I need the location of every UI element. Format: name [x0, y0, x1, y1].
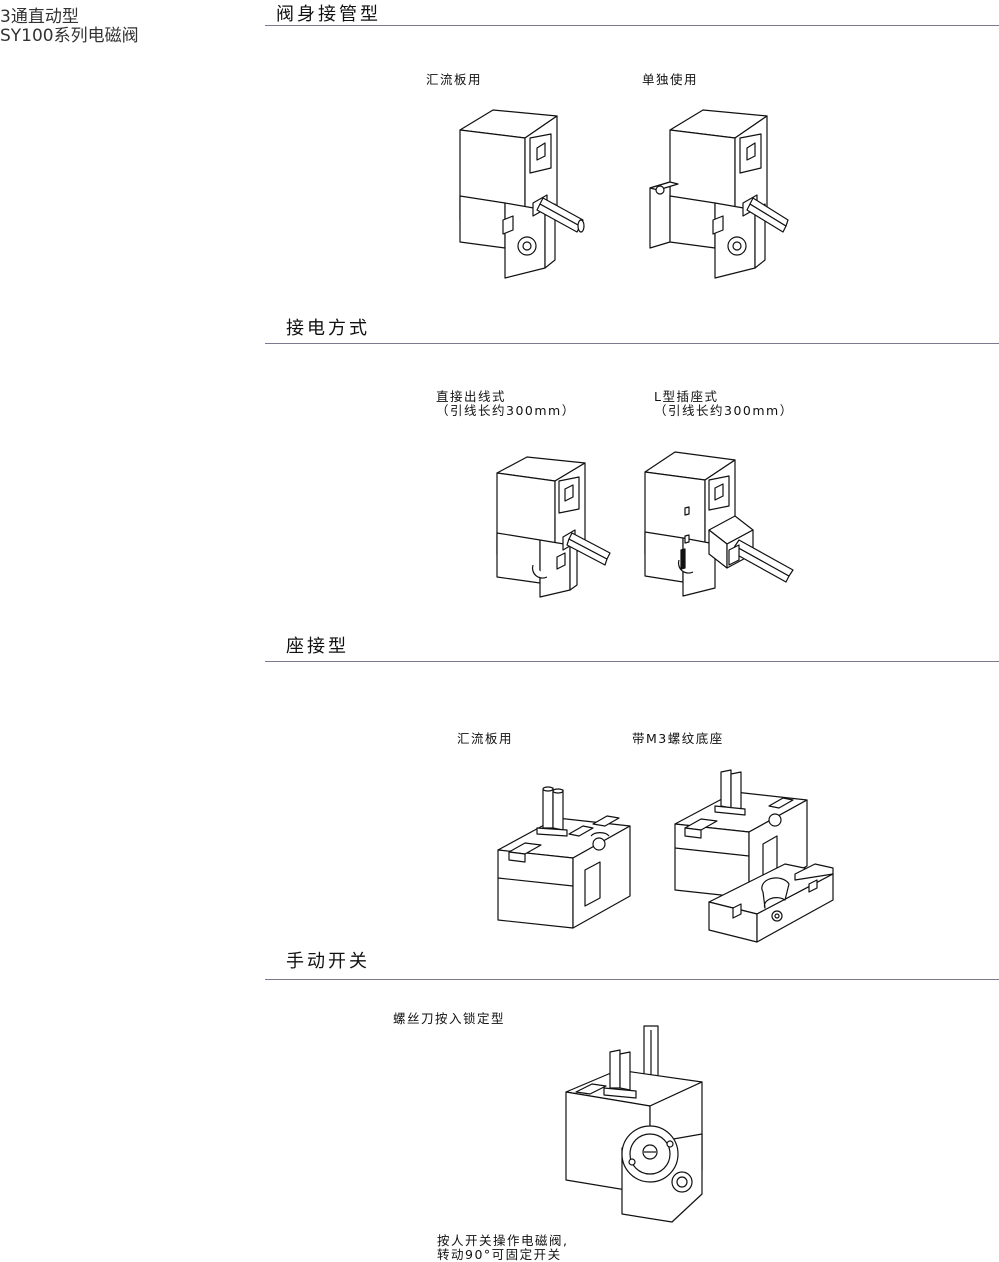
valve-manual-override-illustration: [562, 1024, 727, 1224]
section-divider: [265, 979, 999, 980]
caption-m3-sub-plate: 带M3螺纹底座: [632, 731, 724, 746]
caption-l-plug: L型插座式 （引线长约300mm）: [654, 390, 794, 418]
section-title-manual-override: 手动开关: [286, 951, 370, 972]
caption-manifold: 汇流板用: [426, 72, 483, 87]
caption-manual-override-line1: 按人开关操作电磁阀,: [437, 1233, 569, 1248]
caption-single-unit: 单独使用: [642, 72, 699, 87]
caption-l-plug-line1: L型插座式: [654, 389, 719, 404]
series-title-line1: 3通直动型: [0, 7, 79, 27]
series-title: 3通直动型 SY100系列电磁阀: [0, 8, 139, 46]
caption-manual-override-line2: 转动90°可固定开关: [437, 1247, 562, 1262]
caption-grommet: 直接出线式 （引线长约300mm）: [436, 390, 576, 418]
valve-grommet-illustration: [495, 455, 610, 600]
caption-grommet-line1: 直接出线式: [436, 389, 507, 404]
section-divider: [265, 25, 999, 26]
section-title-electrical-entry: 接电方式: [286, 318, 370, 339]
section-title-body-piping: 阀身接管型: [276, 4, 381, 25]
section-divider: [265, 661, 999, 662]
caption-grommet-line2: （引线长约300mm）: [436, 403, 576, 418]
section-divider: [265, 343, 999, 344]
valve-l-plug-illustration: [643, 450, 793, 600]
valve-base-manifold-illustration: [495, 778, 635, 936]
valve-body-piping-manifold-illustration: [455, 108, 590, 283]
caption-screwdriver-locking: 螺丝刀按入锁定型: [393, 1011, 506, 1026]
caption-manual-override-note: 按人开关操作电磁阀, 转动90°可固定开关: [437, 1234, 568, 1262]
section-title-base-mounted: 座接型: [286, 636, 349, 657]
caption-l-plug-line2: （引线长约300mm）: [654, 403, 794, 418]
valve-body-piping-single-illustration: [648, 108, 788, 283]
valve-m3-sub-plate-illustration: [665, 768, 835, 943]
series-title-line2: SY100系列电磁阀: [0, 26, 139, 46]
caption-base-manifold: 汇流板用: [457, 731, 514, 746]
